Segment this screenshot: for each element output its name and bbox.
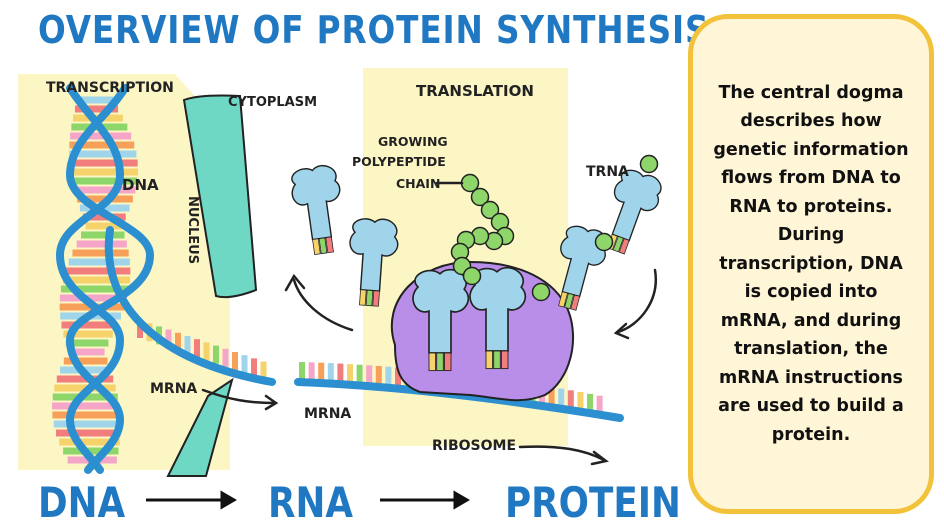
flow-arrowhead-1-icon bbox=[220, 490, 237, 510]
flow-arrowhead-2-icon bbox=[453, 490, 470, 510]
label-trna: TRNA bbox=[586, 164, 629, 180]
label-nucleus: NUCLEUS bbox=[185, 196, 200, 264]
label-cytoplasm: CYTOPLASM bbox=[228, 95, 317, 110]
label-mrna-right: MRNA bbox=[304, 406, 351, 422]
label-polypeptide: POLYPEPTIDE bbox=[352, 154, 446, 169]
trna-molecule-icon bbox=[349, 218, 399, 307]
label-growing: GROWING bbox=[378, 134, 448, 149]
release-arrow-icon bbox=[292, 278, 354, 332]
label-mrna-left: MRNA bbox=[150, 381, 197, 397]
flow-step-protein: PROTEIN bbox=[505, 478, 681, 527]
mrna-strand-nucleus bbox=[104, 226, 276, 386]
incoming-trna-arrow-icon bbox=[616, 268, 658, 334]
ribosome-move-arrow-icon bbox=[518, 445, 606, 462]
flow-step-dna: DNA bbox=[38, 478, 126, 527]
dna-helix-icon bbox=[52, 84, 155, 474]
page-title: OVERVIEW OF PROTEIN SYNTHESIS bbox=[38, 8, 710, 52]
ribosome-move-arrowhead-icon bbox=[590, 450, 609, 466]
nucleus-membrane-lower bbox=[166, 377, 234, 477]
trna-molecule-icon bbox=[469, 266, 527, 370]
nucleus-membrane-upper bbox=[182, 94, 258, 299]
trna-molecule-icon bbox=[291, 165, 341, 256]
description-text: The central dogma describes how genetic … bbox=[713, 82, 909, 445]
label-transcription: TRANSCRIPTION bbox=[46, 80, 174, 96]
label-ribosome: RIBOSOME bbox=[432, 438, 516, 454]
label-chain: CHAIN bbox=[396, 176, 440, 191]
release-arrowhead-icon bbox=[284, 273, 306, 292]
flow-step-rna: RNA bbox=[268, 478, 353, 527]
description-box: The central dogma describes how genetic … bbox=[688, 14, 934, 514]
mrna-transfer-arrow-icon bbox=[201, 388, 276, 405]
label-dna: DNA bbox=[122, 176, 159, 194]
label-translation: TRANSLATION bbox=[416, 82, 534, 100]
mrna-transfer-arrowhead-icon bbox=[264, 394, 279, 411]
incoming-arrowhead-icon bbox=[613, 322, 630, 340]
polypeptide-chain-icon bbox=[450, 154, 659, 302]
trna-molecule-icon bbox=[412, 268, 470, 372]
